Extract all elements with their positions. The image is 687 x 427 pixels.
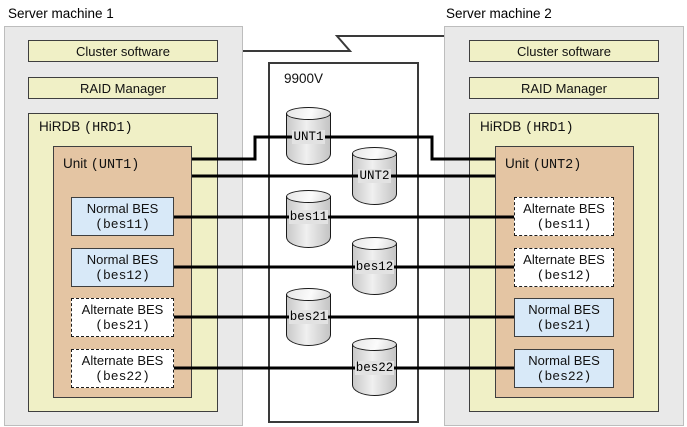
storage-9900v-label: 9900V — [284, 71, 324, 86]
server2-bes-bes21: Normal BES (bes21) — [514, 298, 614, 337]
server2-bes-bes12: Alternate BES (bes12) — [514, 248, 614, 287]
server2-title: Server machine 2 — [446, 6, 552, 21]
server1-cluster-software-box: Cluster software — [28, 40, 218, 62]
server2-raid-manager-box: RAID Manager — [469, 77, 659, 99]
server1-raid-manager-box: RAID Manager — [28, 77, 218, 99]
server1-raid-manager-label: RAID Manager — [80, 80, 166, 96]
server2-cluster-software-box: Cluster software — [469, 40, 659, 62]
server1-bes-bes22: Alternate BES (bes22) — [71, 349, 174, 388]
link-cluster-network — [243, 35, 444, 52]
disk-unt2-label: UNT2 — [358, 169, 391, 183]
server2-bes-bes11: Alternate BES (bes11) — [514, 197, 614, 236]
server1-hirdb-label: HiRDB (HRD1) — [39, 119, 133, 136]
server2-unit-label: Unit (UNT2) — [505, 156, 582, 173]
disk-unt1-label: UNT1 — [292, 130, 325, 144]
disk-bes21-label: bes21 — [288, 310, 329, 324]
server1-bes-bes12: Normal BES (bes12) — [71, 248, 174, 287]
server1-unit-label: Unit (UNT1) — [63, 156, 140, 173]
server2-cluster-software-label: Cluster software — [517, 43, 611, 59]
server2-hirdb-label: HiRDB (HRD1) — [480, 119, 574, 136]
disk-bes11-label: bes11 — [288, 210, 329, 224]
server1-bes-bes11: Normal BES (bes11) — [71, 197, 174, 236]
server1-cluster-software-label: Cluster software — [76, 43, 170, 59]
disk-bes22-label: bes22 — [354, 361, 395, 375]
server1-bes-bes21: Alternate BES (bes21) — [71, 298, 174, 337]
server2-bes-bes22: Normal BES (bes22) — [514, 349, 614, 388]
disk-bes12-label: bes12 — [354, 260, 395, 274]
server1-title: Server machine 1 — [8, 6, 114, 21]
server2-raid-manager-label: RAID Manager — [521, 80, 607, 96]
